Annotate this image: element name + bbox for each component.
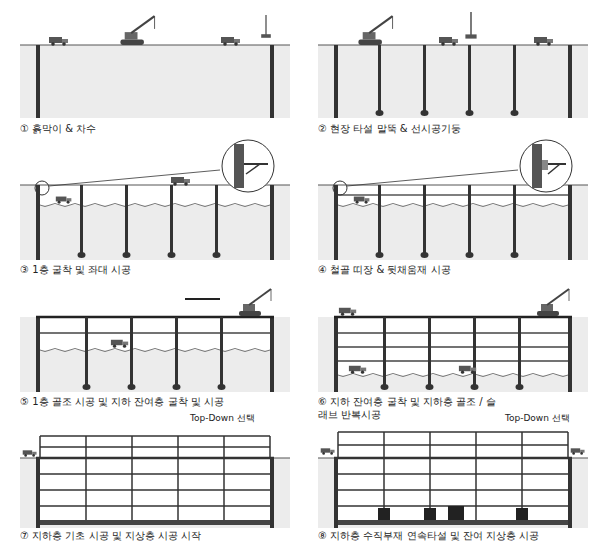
step-caption: ② 현장 타설 말뚝 & 선시공기둥	[318, 123, 588, 136]
step-caption: ① 흙막이 & 차수	[20, 123, 290, 136]
method-note: Top-Down 선택	[190, 413, 290, 424]
method-note: Top-Down 선택	[505, 413, 595, 424]
step-caption: ⑥ 지하 잔여층 굴착 및 지하층 골조 / 슬래브 반복시공	[318, 396, 503, 421]
step-caption: ⑤ 1층 골조 시공 및 지하 잔여층 굴착 및 시공	[20, 396, 300, 409]
step-caption: ③ 1층 굴착 및 좌대 시공	[20, 264, 290, 277]
step-caption: ⑧ 지하층 수직부재 연속타설 및 잔여 지상층 시공	[318, 530, 598, 543]
step-caption: ⑦ 지하층 기초 시공 및 지상층 시공 시작	[20, 530, 300, 543]
step-caption: ④ 철골 띠장 & 뒷채움재 시공	[318, 264, 588, 277]
